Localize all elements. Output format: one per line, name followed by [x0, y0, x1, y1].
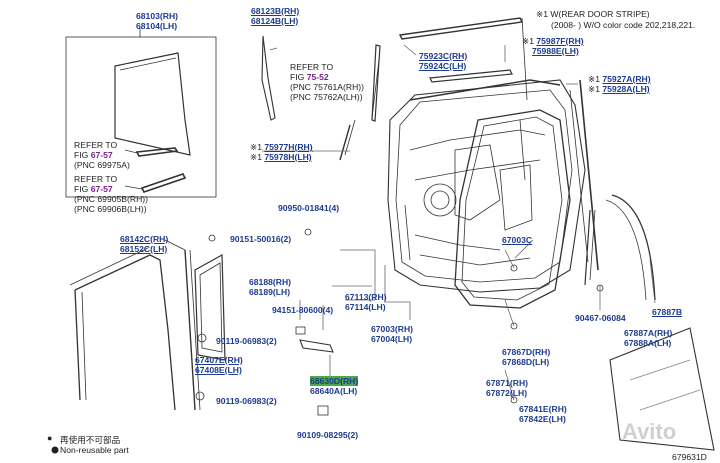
part-68104[interactable]: 68104(LH): [136, 21, 178, 31]
wheel-arch-moulding: [611, 194, 656, 301]
part-75977H[interactable]: ※1 75977H(RH): [250, 142, 313, 152]
legend-bullet: ●: [47, 433, 52, 443]
bolt-90119-b: [195, 391, 205, 401]
part-90467[interactable]: 90467-06084: [575, 313, 626, 323]
part-67871[interactable]: 67871(RH): [486, 378, 529, 388]
part-68630D[interactable]: 68630D(RH): [310, 376, 359, 386]
clip-67841e: [510, 396, 518, 404]
part-68640A[interactable]: 68640A(LH): [310, 386, 358, 396]
part-75928A[interactable]: ※1 75928A(LH): [588, 84, 650, 94]
part-90119-b[interactable]: 90119-06983(2): [216, 396, 277, 406]
mark-note-2: ※1: [588, 74, 600, 84]
part-67003C[interactable]: 67003C: [502, 235, 533, 245]
part-67841E[interactable]: 67841E(RH): [519, 404, 567, 414]
mark-note-1: ※1: [522, 36, 534, 46]
part-94151[interactable]: 94151-80600(4): [272, 305, 334, 315]
part-67872[interactable]: 67872(LH): [486, 388, 528, 398]
belt-moulding-upper: [398, 17, 524, 40]
part-68142C[interactable]: 68142C(RH): [120, 234, 169, 244]
part-68152C[interactable]: 68152C(LH): [120, 244, 168, 254]
top-note-line1: ※1 W(REAR DOOR STRIPE): [536, 9, 650, 19]
legend-non-reusable-en: Non-reusable part: [60, 445, 129, 455]
part-75923C[interactable]: 75923C(RH): [419, 51, 468, 61]
bolt-90119-a: [197, 333, 207, 343]
part-67842E[interactable]: 67842E(LH): [519, 414, 566, 424]
part-75987F[interactable]: ※1 75987F(RH): [522, 36, 584, 46]
legend-non-reusable-jp: 再使用不可部品: [60, 435, 121, 445]
part-67114[interactable]: 67114(LH): [345, 302, 386, 312]
figure-id: 679631D: [672, 452, 707, 462]
run-channel-upper: [135, 147, 179, 157]
door-inner-panel: [387, 79, 586, 293]
refer-note-67-57-b[interactable]: REFER TO FIG 67-57 (PNC 69905B(RH)) (PNC…: [74, 174, 149, 214]
part-68124B[interactable]: 68124B(LH): [251, 16, 299, 26]
part-90119-a[interactable]: 90119-06983(2): [216, 336, 277, 346]
rear-division-bar: [74, 254, 176, 411]
quarter-pillar-trim: [261, 35, 276, 121]
part-75924C[interactable]: 75924C(LH): [419, 61, 467, 71]
part-67408E[interactable]: 67408E(LH): [195, 365, 242, 375]
bolt-90109: [317, 405, 329, 416]
service-hole-cover: [609, 327, 715, 451]
part-75927A[interactable]: ※1 75927A(RH): [588, 74, 651, 84]
glass-run-channel: [184, 249, 196, 411]
part-67888A[interactable]: 67888A(LH): [624, 338, 672, 348]
door-lock-rod: [299, 339, 334, 353]
part-90950[interactable]: 90950-01841(4): [278, 203, 340, 213]
part-68188[interactable]: 68188(RH): [249, 277, 292, 287]
clip-94151: [295, 326, 306, 335]
refer-note-67-57-a[interactable]: REFER TO FIG 67-57 (PNC 69975A): [74, 140, 130, 170]
part-68103[interactable]: 68103(RH): [136, 11, 179, 21]
mark-note-4: ※1: [250, 142, 262, 152]
part-67003[interactable]: 67003(RH): [371, 324, 414, 334]
part-68123B[interactable]: 68123B(RH): [251, 6, 300, 16]
part-75978H[interactable]: ※1 75978H(LH): [250, 152, 312, 162]
part-68189[interactable]: 68189(LH): [249, 287, 291, 297]
part-75988E[interactable]: 75988E(LH): [532, 46, 579, 56]
clip-90151: [208, 234, 216, 242]
part-90151[interactable]: 90151-50016(2): [230, 234, 292, 244]
part-67887B[interactable]: 67887B: [652, 307, 683, 317]
part-67407E[interactable]: 67407E(RH): [195, 355, 243, 365]
part-67868D[interactable]: 67868D(LH): [502, 357, 550, 367]
speaker-opening: [423, 183, 457, 217]
clip-67003c: [510, 264, 518, 272]
watermark: Avito: [622, 419, 677, 444]
clip-67867d: [510, 322, 518, 330]
part-67113[interactable]: 67113(RH): [345, 292, 387, 302]
refer-note-75-52[interactable]: REFER TO FIG 75-52 (PNC 75761A(RH)) (PNC…: [290, 62, 365, 102]
part-67004[interactable]: 67004(LH): [371, 334, 413, 344]
non-reusable-symbol: [51, 446, 59, 454]
top-note-line2: (2008- ) W/O color code 202,218,221.: [551, 20, 696, 30]
part-67867D[interactable]: 67867D(RH): [502, 347, 551, 357]
quarter-window-glass: [194, 253, 226, 361]
door-weatherstrip: [454, 109, 571, 309]
clip-90950: [304, 228, 312, 236]
glass-callout-box: [65, 36, 217, 198]
mark-note-3: ※1: [588, 84, 600, 94]
run-channel-lower: [140, 173, 187, 193]
part-90109[interactable]: 90109-08295(2): [297, 430, 359, 440]
door-glass: [114, 52, 191, 156]
outer-weatherstrip: [579, 79, 599, 271]
part-67887A[interactable]: 67887A(RH): [624, 328, 673, 338]
mark-note-5: ※1: [250, 152, 262, 162]
